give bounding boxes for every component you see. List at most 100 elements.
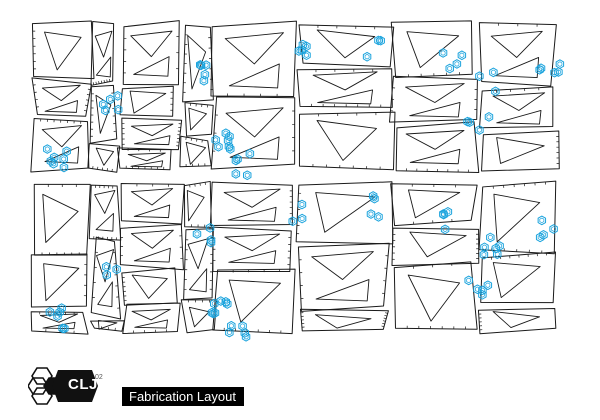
connector-node-inner <box>198 62 204 69</box>
connector-node-inner <box>290 218 296 224</box>
connector-node <box>231 155 241 166</box>
connector-node <box>374 35 383 46</box>
connector-node-inner <box>487 234 493 241</box>
triangle-cutout <box>97 320 118 330</box>
connector-node <box>192 229 202 239</box>
connector-node <box>475 71 484 82</box>
connector-node-inner <box>213 137 219 143</box>
connector-node <box>489 67 498 78</box>
connector-node <box>475 125 484 135</box>
connector-node <box>445 63 454 74</box>
triangle-cutout <box>187 35 207 90</box>
triangle-cutout <box>228 63 280 89</box>
triangle-cutout <box>225 107 284 138</box>
panel-outline <box>298 24 395 68</box>
triangle-cutout <box>96 249 115 283</box>
triangle-cutout <box>409 231 467 258</box>
panel-outline <box>90 320 125 332</box>
panel-outline <box>182 24 214 103</box>
panel-outline <box>481 130 560 172</box>
page-title: Fabrication Layout <box>122 387 244 406</box>
connector-node-inner <box>479 292 485 298</box>
triangle-cutout <box>94 189 116 214</box>
connector-node-inner <box>60 325 66 332</box>
panel-outline <box>120 183 185 225</box>
connector-node-inner <box>211 300 217 307</box>
panel-outline <box>298 111 396 171</box>
panel-outline <box>393 261 478 330</box>
connector-node <box>484 112 494 122</box>
connector-node-inner <box>115 93 121 99</box>
connector-node-inner <box>114 266 120 273</box>
triangle-cutout <box>314 314 372 329</box>
triangle-cutout <box>408 189 461 219</box>
connector-node-inner <box>202 71 208 78</box>
connector-node <box>486 232 495 243</box>
triangle-cutout <box>95 56 112 78</box>
connector-node-inner <box>376 214 381 220</box>
connector-node-inner <box>223 299 229 305</box>
connector-node-inner <box>299 215 305 222</box>
connector-node <box>535 232 545 243</box>
connector-node-inner <box>477 73 482 79</box>
connector-node <box>205 223 215 233</box>
connector-node-inner <box>226 329 232 336</box>
connector-node <box>223 299 232 309</box>
panel-outline <box>390 183 478 227</box>
triangle-cutout <box>189 268 208 293</box>
triangle-cutout <box>224 32 284 65</box>
connector-node-inner <box>551 226 556 232</box>
panel-outline <box>31 20 95 80</box>
triangle-cutout <box>405 130 465 150</box>
connector-node <box>554 67 563 77</box>
connector-node-inner <box>61 156 67 162</box>
connector-node-inner <box>299 201 305 208</box>
connector-node <box>99 99 108 110</box>
connector-node-inner <box>61 164 67 171</box>
triangle-cutout <box>185 141 207 165</box>
triangle-cutout <box>311 251 374 280</box>
hexagon-cluster-icon <box>28 367 98 405</box>
connector-node <box>206 237 216 248</box>
connector-node-inner <box>442 226 448 233</box>
connector-node <box>549 224 558 234</box>
triangle-cutout <box>316 120 377 161</box>
panel-outline <box>119 224 184 271</box>
connector-node <box>465 117 474 127</box>
panel-outline <box>121 117 183 151</box>
connector-node <box>288 216 297 227</box>
connector-node-inner <box>481 251 487 258</box>
triangle-cutout <box>95 213 114 232</box>
triangle-cutout <box>228 279 281 323</box>
connector-node-inner <box>244 172 250 178</box>
connector-node-inner <box>47 309 53 315</box>
triangle-cutout <box>133 204 171 219</box>
triangle-cutout <box>496 137 545 164</box>
connector-node <box>240 328 250 338</box>
connector-node <box>43 144 52 154</box>
panel-outline <box>90 236 122 320</box>
connector-node <box>297 213 307 224</box>
connector-node-inner <box>55 313 60 319</box>
sheet-1 <box>30 20 565 181</box>
connector-node <box>223 135 233 146</box>
connector-node <box>555 59 565 69</box>
connector-node-inner <box>490 69 496 76</box>
triangle-cutout <box>130 30 173 58</box>
panel-outline <box>395 121 480 173</box>
connector-node <box>491 86 500 97</box>
triangle-cutout <box>496 110 542 125</box>
panel-outline <box>122 20 180 86</box>
triangle-cutout <box>127 152 166 162</box>
triangle-cutout <box>134 319 168 329</box>
connector-node <box>473 284 482 295</box>
connector-node-inner <box>541 232 546 238</box>
connector-node-inner <box>539 217 545 224</box>
connector-node <box>106 94 115 105</box>
connector-node-inner <box>378 37 384 44</box>
connector-node-inner <box>64 148 70 154</box>
triangle-cutout <box>130 160 164 168</box>
triangle-cutout <box>223 188 281 208</box>
connector-node-inner <box>447 65 453 72</box>
